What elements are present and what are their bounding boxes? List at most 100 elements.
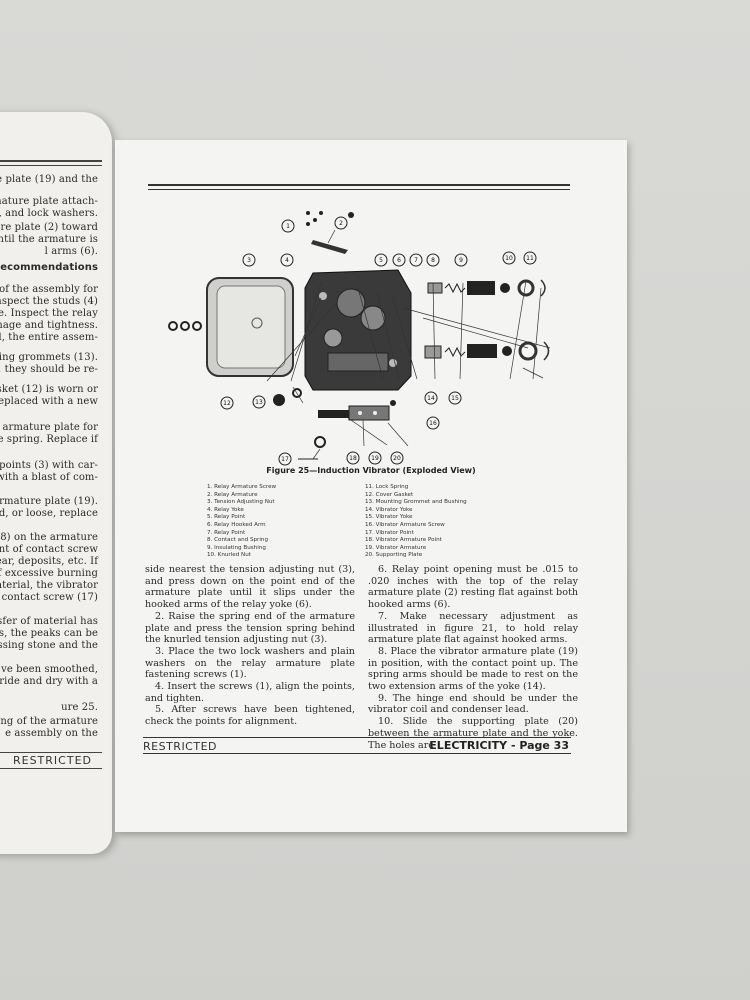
paragraph: 2. Raise the spring end of the armature … [145,610,355,646]
paragraph: 4. Insert the screws (1), align the poin… [145,681,355,704]
legend-left: 1. Relay Armature Screw 2. Relay Armatur… [207,484,276,560]
left-page-line: with a blast of com- [0,472,98,483]
legend-item: 17. Vibrator Point [365,529,414,536]
legend-item: 19. Vibrator Armature [365,544,427,551]
vibrator-base-illustration [304,269,412,391]
callout-9: 9 [454,253,468,267]
left-page-line: ve been smoothed, [1,664,98,675]
leader-lines [266,229,551,460]
left-header-rule-thin [0,165,102,166]
svg-text:10: 10 [505,255,513,262]
left-page-line: ear, deposits, etc. If [0,556,98,567]
left-page-line: armature plate attach- [0,196,98,207]
legend-item: 16. Vibrator Armature Screw [365,521,445,528]
left-footer: RESTRICTED [12,754,92,767]
svg-text:11: 11 [526,255,534,262]
left-page-line: armature plate for [2,422,98,433]
left-page-line: ture plate (19) and the [0,174,98,185]
left-page-line: ting grommets (13). [0,352,98,363]
callout-6: 6 [392,253,406,267]
callout-12: 12 [220,396,234,410]
left-page-line: armature plate (19). [0,496,98,507]
left-page-line: Inspect the studs (4) [0,296,98,307]
paragraph: 3. Place the two lock washers and plain … [145,645,355,681]
left-page-line: replaced with a new [0,396,98,407]
callout-4: 4 [280,253,294,267]
paragraph: 8. Place the vibrator armature plate (19… [368,645,578,693]
svg-text:8: 8 [431,257,435,264]
footer-rule [143,737,571,738]
relay-side-parts [427,279,546,297]
legend-item: 12. Cover Gasket [365,491,414,498]
left-page-line: aged, the entire assem- [0,332,98,343]
left-footer-rule [0,752,102,753]
legend-item: 15. Vibrator Yoke [365,514,413,521]
legend-item: 9. Insulating Bushing [207,544,266,551]
legend-item: 4. Relay Yoke [207,506,244,513]
legend-item: 2. Relay Armature [207,491,258,498]
left-page-line: , and lock washers. [0,208,98,219]
svg-text:18: 18 [349,455,357,462]
footer-rule-bottom [143,753,571,754]
legend-item: 20. Supporting Plate [365,552,423,559]
left-page-line: ssing stone and the [0,640,98,651]
legend-item: 5. Relay Point [207,514,246,521]
svg-text:14: 14 [427,395,435,402]
svg-text:7: 7 [414,257,418,264]
text-column-right: 6. Relay point opening must be .015 to .… [368,564,578,751]
callout-13: 13 [252,395,266,409]
left-page-line: ng of the armature [0,716,98,727]
svg-text:20: 20 [393,455,401,462]
legend-item: 10. Knurled Nut [207,552,251,559]
left-page-line: se spring. Replace if [0,434,98,445]
legend-item: 18. Vibrator Armature Point [365,537,442,544]
callout-7: 7 [409,253,423,267]
left-page-line: 18) on the armature [0,532,98,543]
callout-1: 1 [281,219,295,233]
left-page-line: sfer of material has [0,616,98,627]
header-rule [148,184,570,186]
svg-text:17: 17 [281,456,289,463]
left-page-line: nt of contact screw [0,544,98,555]
left-page-line: points (3) with car- [0,460,98,471]
left-page-line: e assembly on the [5,728,98,739]
callout-10: 10 [502,251,516,265]
left-page-line: damage and tightness. [0,320,98,331]
legend-item: 7. Relay Point [207,529,246,536]
svg-text:9: 9 [459,257,463,264]
footer-page-number: ELECTRICITY - Page 33 [429,739,569,752]
svg-text:3: 3 [247,257,251,264]
relay-armature-parts [306,211,354,254]
svg-text:12: 12 [223,400,231,407]
legend-item: 6. Relay Hooked Arm [207,521,266,528]
figure-caption: Figure 25—Induction Vibrator (Exploded V… [266,466,476,475]
callout-18: 18 [346,451,360,465]
left-header-rule [0,160,102,162]
right-page: 1 2 3 4 5 6 7 8 9 10 11 12 13 14 15 16 1… [115,140,627,832]
left-page-line: ature plate (2) toward [0,222,98,233]
legend-item: 1. Relay Armature Screw [207,484,277,490]
left-page-line: s, the peaks can be [0,628,98,639]
svg-text:5: 5 [379,257,383,264]
callout-2: 2 [334,216,348,230]
svg-text:6: 6 [397,257,401,264]
svg-text:1: 1 [286,223,290,230]
left-page-line: n, they should be re- [0,364,98,375]
left-page-line: t until the armature is [0,234,98,245]
callout-14: 14 [424,391,438,405]
callout-19: 19 [368,451,382,465]
left-footer-rule-bottom [0,768,102,769]
legend-item: 3. Tension Adjusting Nut [207,499,275,506]
svg-text:4: 4 [285,257,289,264]
paragraph: 5. After screws have been tightened, che… [145,704,355,728]
lower-parts [273,388,396,460]
header-rule-thin [148,189,570,190]
callout-17: 17 [278,452,292,466]
exploded-view-figure: 1 2 3 4 5 6 7 8 9 10 11 12 13 14 15 16 1… [168,211,551,466]
left-page-line: Recommendations [0,262,98,273]
callout-15: 15 [448,391,462,405]
svg-text:2: 2 [339,220,343,227]
callout-5: 5 [374,253,388,267]
left-page-line: aterial, the vibrator [0,580,98,591]
left-page-line: l arms (6). [44,246,98,257]
